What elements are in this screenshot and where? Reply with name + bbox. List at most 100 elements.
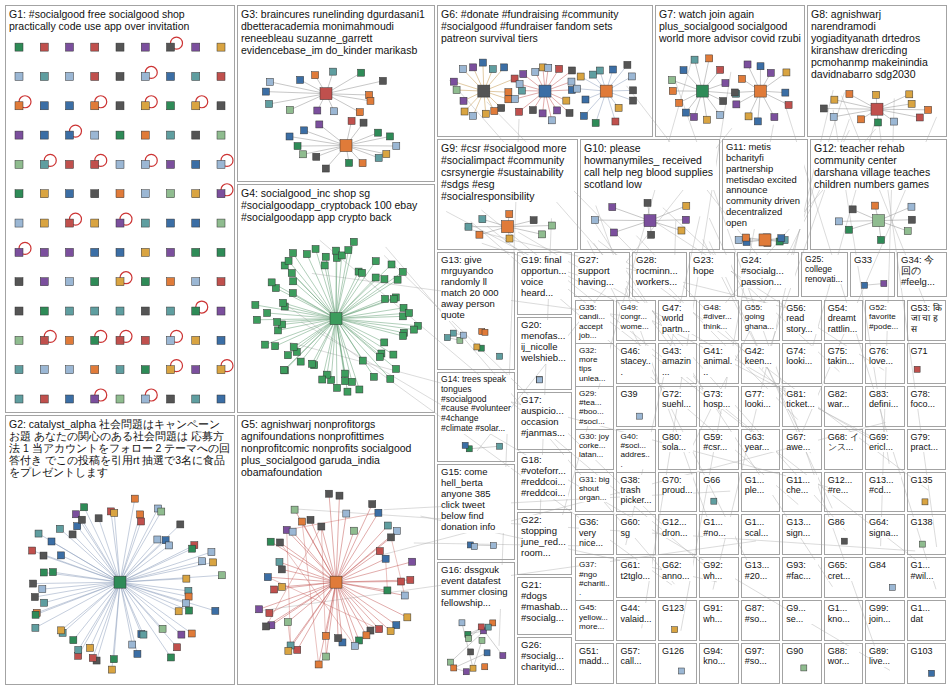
- group-label: G31: big shout organ...: [579, 475, 610, 503]
- vertex-icon: [696, 85, 708, 97]
- vertex-icon: [735, 237, 742, 244]
- tie-line: [120, 582, 177, 647]
- group-box: G2: catalyst_alpha 社会問題はキャンペーン お題 あなたの関心…: [5, 415, 235, 685]
- group-label: G43: amazin...: [662, 346, 693, 377]
- tie-line: [76, 514, 120, 582]
- vertex-icon: [217, 160, 225, 168]
- vertex-icon: [375, 509, 382, 516]
- vertex-icon: [301, 127, 308, 134]
- vertex-icon: [505, 89, 512, 96]
- vertex-icon: [15, 102, 23, 110]
- group-label: G3: braincures runelinding dgurdasani1 d…: [241, 8, 431, 56]
- group-box: G5: agnishwarj nonprofitorgs agnifoundat…: [237, 415, 435, 685]
- group-box: G7: watch join again plus_socialgood soc…: [655, 5, 805, 137]
- tie-line: [120, 552, 211, 582]
- vertex-icon: [182, 600, 189, 607]
- vertex-icon: [465, 223, 472, 230]
- vertex-icon: [733, 101, 740, 108]
- vertex-icon: [342, 370, 349, 377]
- vertex-icon: [276, 559, 283, 566]
- vertex-icon: [159, 625, 166, 632]
- tie-line: [120, 582, 189, 610]
- small-group-box: G80: sola...: [658, 429, 697, 470]
- tie-line: [289, 261, 336, 319]
- vertex-icon: [319, 376, 326, 383]
- vertex-icon: [31, 594, 38, 601]
- vertex-icon: [256, 606, 263, 613]
- vertex-icon: [463, 669, 469, 675]
- vertex-icon: [217, 72, 225, 80]
- vertex-icon: [315, 661, 322, 668]
- vertex-icon: [192, 278, 200, 286]
- tie-line: [336, 514, 346, 583]
- vertex-icon: [141, 131, 149, 139]
- vertex-icon: [264, 574, 271, 581]
- vertex-icon: [284, 352, 291, 359]
- vertex-icon: [754, 85, 766, 97]
- vertex-icon: [167, 336, 175, 344]
- tie-line: [336, 280, 398, 319]
- group-label: G57: call...: [620, 646, 651, 667]
- tie-line: [35, 582, 120, 597]
- vertex-icon: [158, 508, 165, 515]
- vertex-icon: [862, 282, 868, 288]
- group-label: G9: #csr #socialgood more #socialimpact …: [441, 142, 574, 202]
- small-group-box: G42: keen...: [741, 343, 780, 384]
- group-box: G33: [850, 252, 895, 297]
- vertex-icon: [167, 72, 175, 80]
- vertex-icon: [40, 395, 48, 403]
- vertex-icon: [720, 98, 727, 105]
- tie-line: [278, 319, 336, 331]
- vertex-icon: [767, 69, 774, 76]
- group-label: G48: #diver... think...: [703, 303, 734, 331]
- vertex-icon: [294, 143, 301, 150]
- tie-line: [336, 582, 370, 630]
- tie-line: [257, 319, 336, 320]
- vertex-icon: [81, 504, 88, 511]
- small-group-box: G64: signa...: [865, 514, 904, 555]
- vertex-icon: [529, 107, 536, 114]
- vertex-icon: [40, 131, 48, 139]
- vertex-icon: [537, 377, 543, 383]
- vertex-icon: [348, 117, 355, 124]
- tie-line: [336, 537, 391, 582]
- vertex-icon: [15, 131, 23, 139]
- vertex-icon: [778, 235, 785, 242]
- vertex-icon: [111, 509, 118, 516]
- vertex-icon: [922, 499, 928, 505]
- vertex-icon: [141, 307, 149, 315]
- small-group-box: G53: कि जा चा ह स: [907, 300, 946, 341]
- vertex-icon: [478, 624, 484, 630]
- vertex-icon: [501, 64, 508, 71]
- vertex-icon: [137, 511, 144, 518]
- vertex-icon: [288, 270, 295, 277]
- vertex-icon: [743, 234, 750, 241]
- small-group-box: G56: read story...: [782, 300, 821, 341]
- vertex-icon: [346, 159, 353, 166]
- small-group-box: G1... #no...: [699, 514, 738, 555]
- small-group-box: G82: war...: [824, 386, 863, 427]
- vertex-icon: [502, 221, 514, 233]
- vertex-icon: [320, 88, 332, 100]
- vertex-icon: [154, 536, 161, 543]
- small-group-box: G41: animal...: [699, 343, 738, 384]
- vertex-icon: [129, 641, 136, 648]
- vertex-icon: [40, 219, 48, 227]
- group-label: G20: menofas... ij_nicolle welshieb...: [521, 320, 568, 364]
- group-label: G82: war...: [828, 389, 859, 410]
- small-group-box: G103: [907, 643, 946, 684]
- vertex-icon: [262, 88, 269, 95]
- vertex-icon: [290, 344, 297, 351]
- group-label: G1: #socialgood free socialgood shop pra…: [9, 8, 231, 32]
- tie-line: [120, 582, 132, 644]
- vertex-icon: [919, 541, 925, 547]
- vertex-icon: [404, 614, 411, 621]
- tie-line: [61, 582, 120, 630]
- group-label: G55: going ghana...: [745, 303, 776, 331]
- tie-line: [269, 94, 326, 104]
- group-box: G26: #socialg... charityid...: [517, 637, 572, 685]
- tie-line: [329, 494, 336, 582]
- tie-line: [120, 508, 158, 582]
- group-label: G13... #cd...: [869, 475, 900, 496]
- group-label: G12: teacher rehab community center dars…: [814, 142, 943, 190]
